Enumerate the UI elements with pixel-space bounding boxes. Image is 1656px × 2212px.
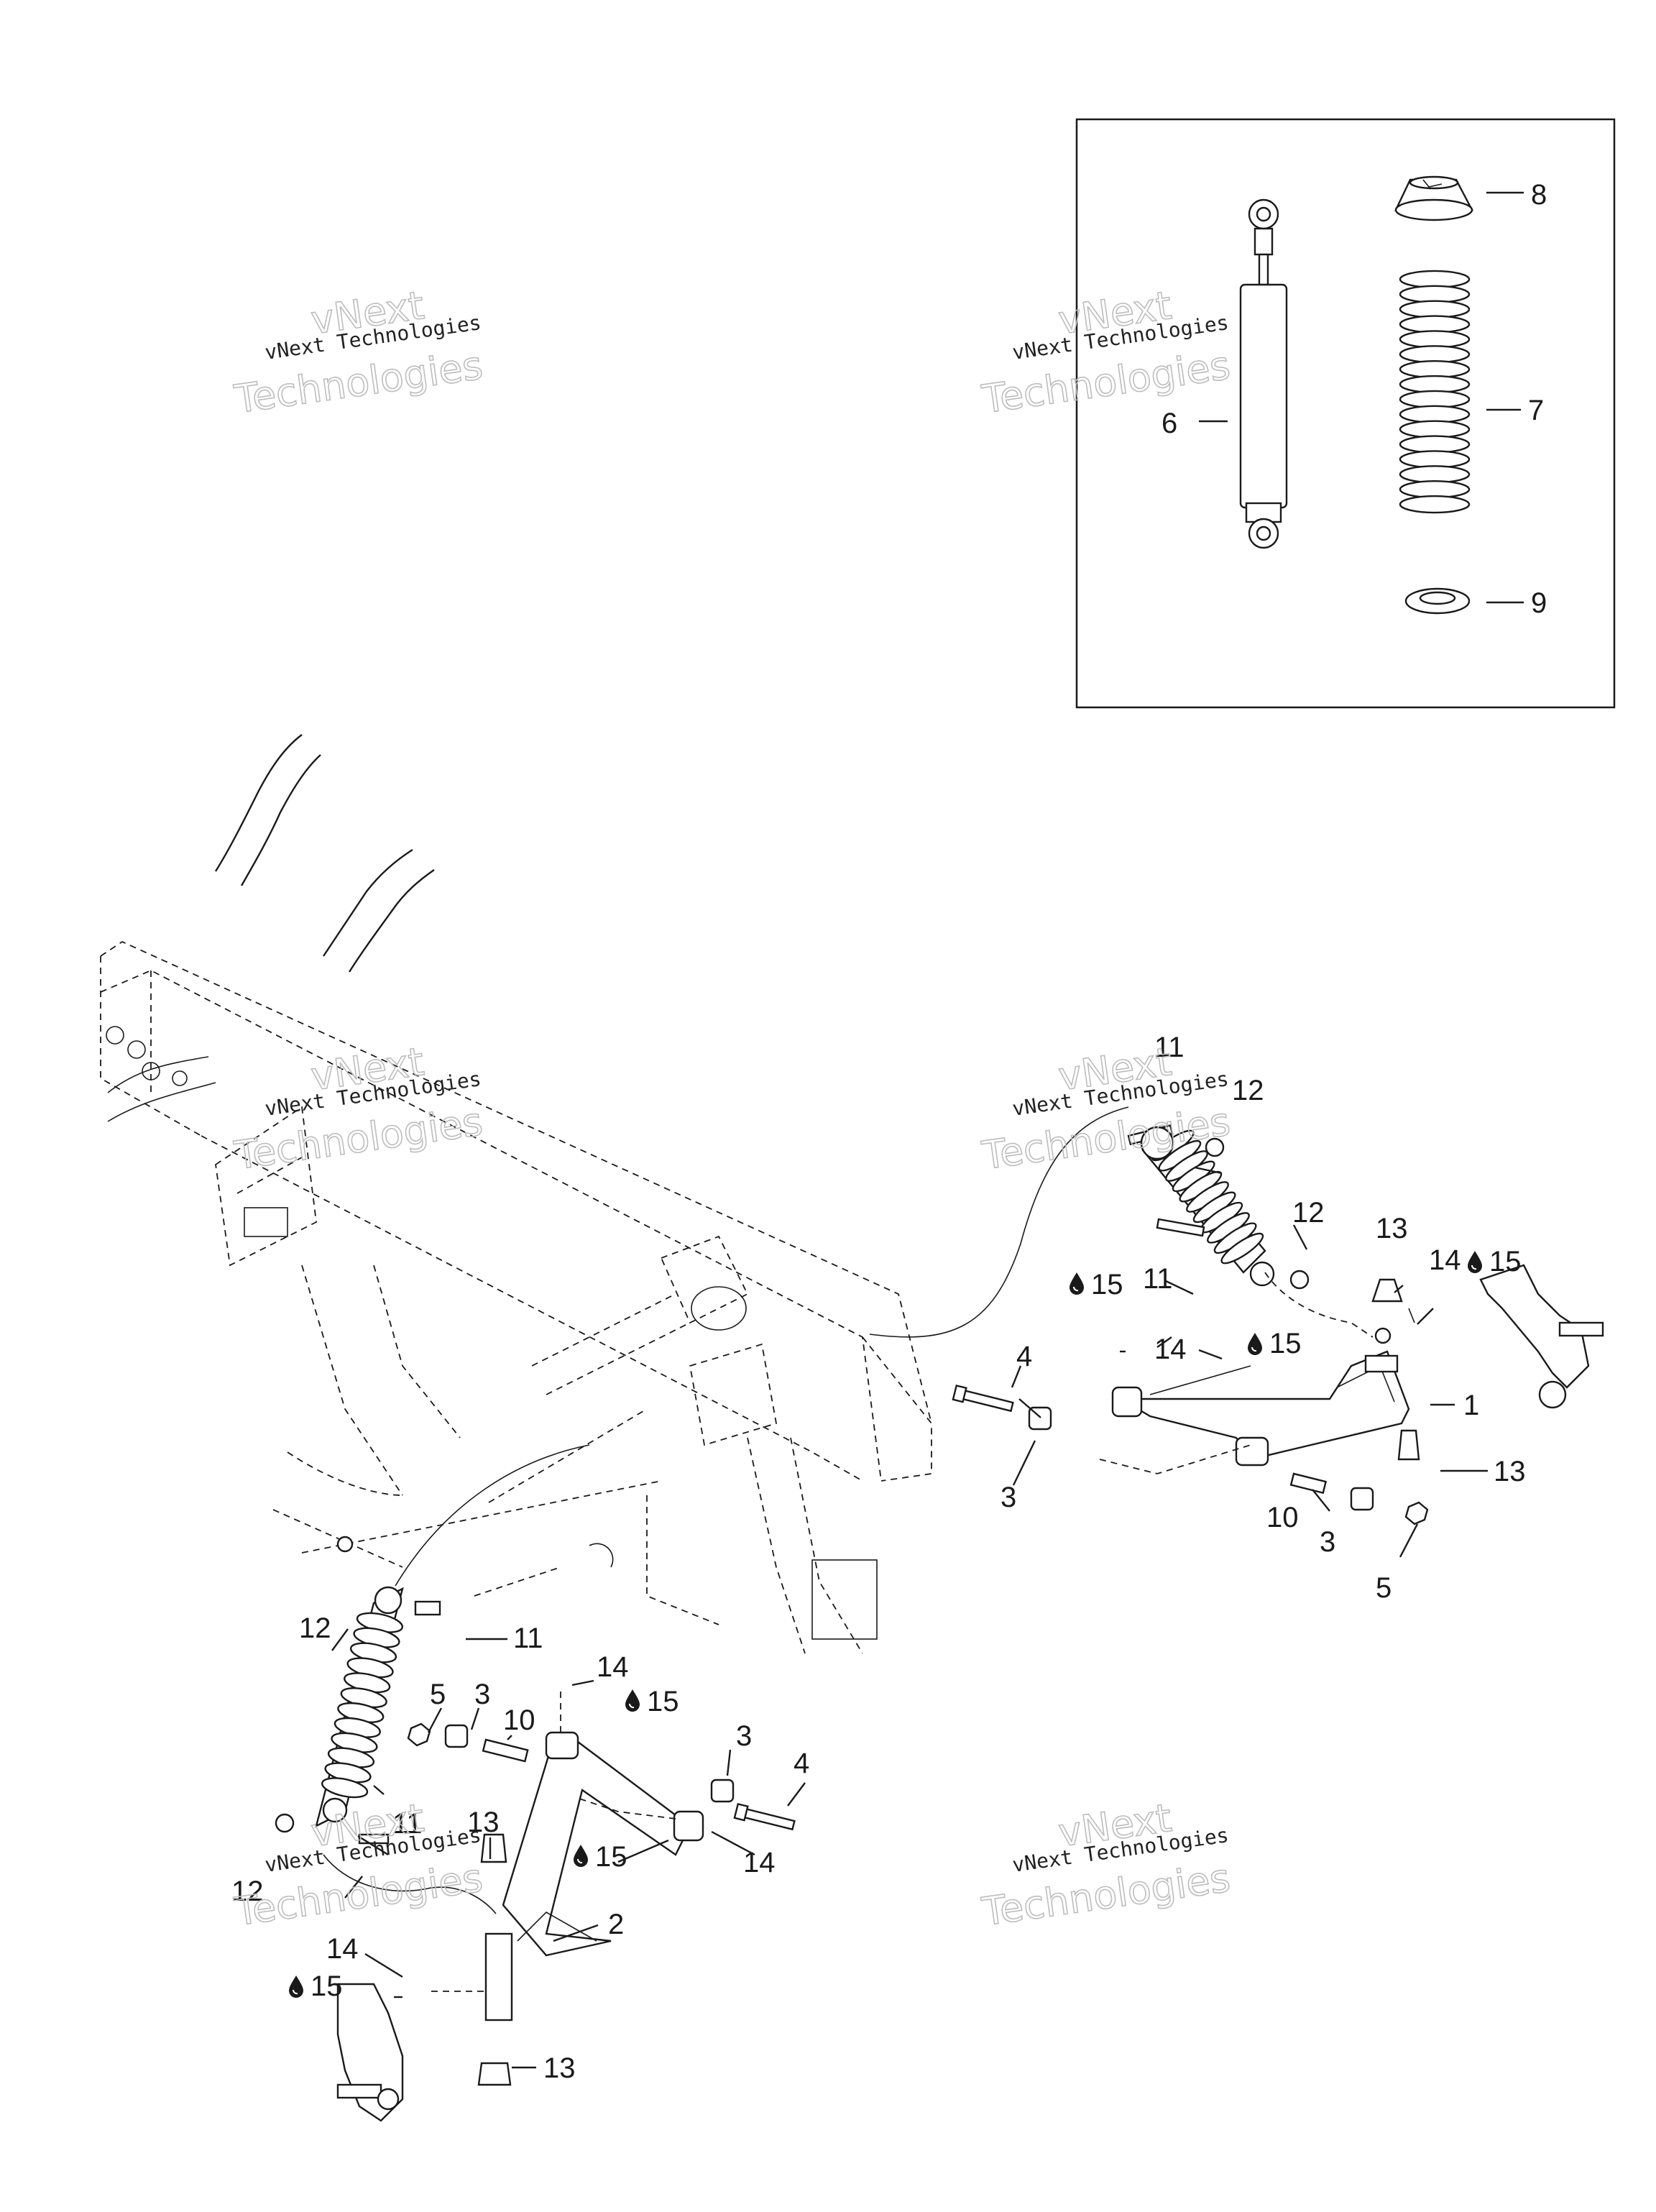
spring-retainer-part [1404, 587, 1471, 615]
callout-9: 9 [1531, 587, 1547, 619]
coil-spring-part [1399, 270, 1471, 514]
callout-6: 6 [1162, 408, 1177, 439]
callout-13-r-bottom: 13 [1494, 1456, 1526, 1487]
inset-frame [1075, 118, 1616, 709]
callout-2: 2 [608, 1909, 624, 1940]
callout-11-r-lower: 11 [1143, 1263, 1173, 1295]
left-a-arm [477, 1731, 704, 2086]
right-a-arm [1111, 1278, 1420, 1467]
callout-12-l-lower: 12 [231, 1876, 264, 1907]
callout-5-l: 5 [430, 1679, 446, 1710]
callout-13-l-bottom: 13 [543, 2052, 576, 2084]
callout-3-l-rear: 3 [736, 1720, 752, 1752]
left-steering-knuckle [336, 1983, 404, 2122]
callout-12-r-upper: 12 [1232, 1075, 1264, 1106]
callout-15-r-a: 15 [1091, 1269, 1123, 1300]
callout-13-l-top: 13 [467, 1807, 500, 1838]
oil-drop-icon [625, 1689, 640, 1712]
shock-absorber-part [1239, 198, 1288, 549]
callout-3-r-front: 3 [1000, 1482, 1016, 1513]
callout-labels: 6 7 8 9 1 13 5 3 10 3 4 14 15 15 11 12 1… [231, 179, 1547, 2084]
right-steering-knuckle [1479, 1264, 1604, 1409]
callout-14-r-b: 14 [1429, 1244, 1461, 1276]
callout-8: 8 [1531, 179, 1547, 211]
callout-11-r-upper: 11 [1154, 1032, 1184, 1063]
oil-drop-icon [1069, 1272, 1085, 1295]
callout-15-l-top: 15 [647, 1686, 679, 1717]
callout-3-r-rear: 3 [1320, 1526, 1335, 1558]
oil-drop-icon [1467, 1250, 1483, 1274]
oil-drop-icon [573, 1844, 589, 1868]
callout-13-r-top: 13 [1376, 1213, 1408, 1244]
callout-10-r: 10 [1266, 1502, 1299, 1533]
callout-15-l-mid: 15 [595, 1841, 627, 1873]
callout-15-l-low: 15 [310, 1970, 343, 2002]
callout-12-r-lower: 12 [1292, 1197, 1325, 1229]
callout-14-l-mid: 14 [743, 1847, 776, 1878]
vehicle-frame [100, 734, 932, 1654]
callout-7: 7 [1528, 395, 1544, 426]
callout-15-r-b: 15 [1269, 1328, 1302, 1359]
oil-drop-icon [288, 1975, 304, 1998]
callout-15-r-c: 15 [1489, 1246, 1522, 1277]
right-upper-shock-assembly [1127, 1124, 1310, 1290]
callout-5-r: 5 [1376, 1572, 1392, 1604]
callout-14-l-low: 14 [326, 1933, 359, 1965]
callout-14-l-top: 14 [597, 1651, 629, 1683]
spring-seat-part [1394, 175, 1473, 221]
callout-leaders [331, 191, 1524, 2069]
callout-3-l-front: 3 [474, 1679, 490, 1710]
callout-4-l: 4 [794, 1748, 809, 1779]
callout-12-l-upper: 12 [299, 1612, 331, 1644]
callout-11-l-lower: 11 [392, 1808, 423, 1840]
callout-10-l: 10 [503, 1704, 535, 1736]
callout-11-l-upper: 11 [513, 1623, 543, 1654]
oil-drop-icon [1247, 1332, 1263, 1356]
callout-4-r: 4 [1016, 1341, 1032, 1372]
left-upper-shock-assembly [275, 1536, 441, 1845]
callout-1: 1 [1463, 1390, 1479, 1421]
callout-14-r-a: 14 [1154, 1334, 1187, 1365]
